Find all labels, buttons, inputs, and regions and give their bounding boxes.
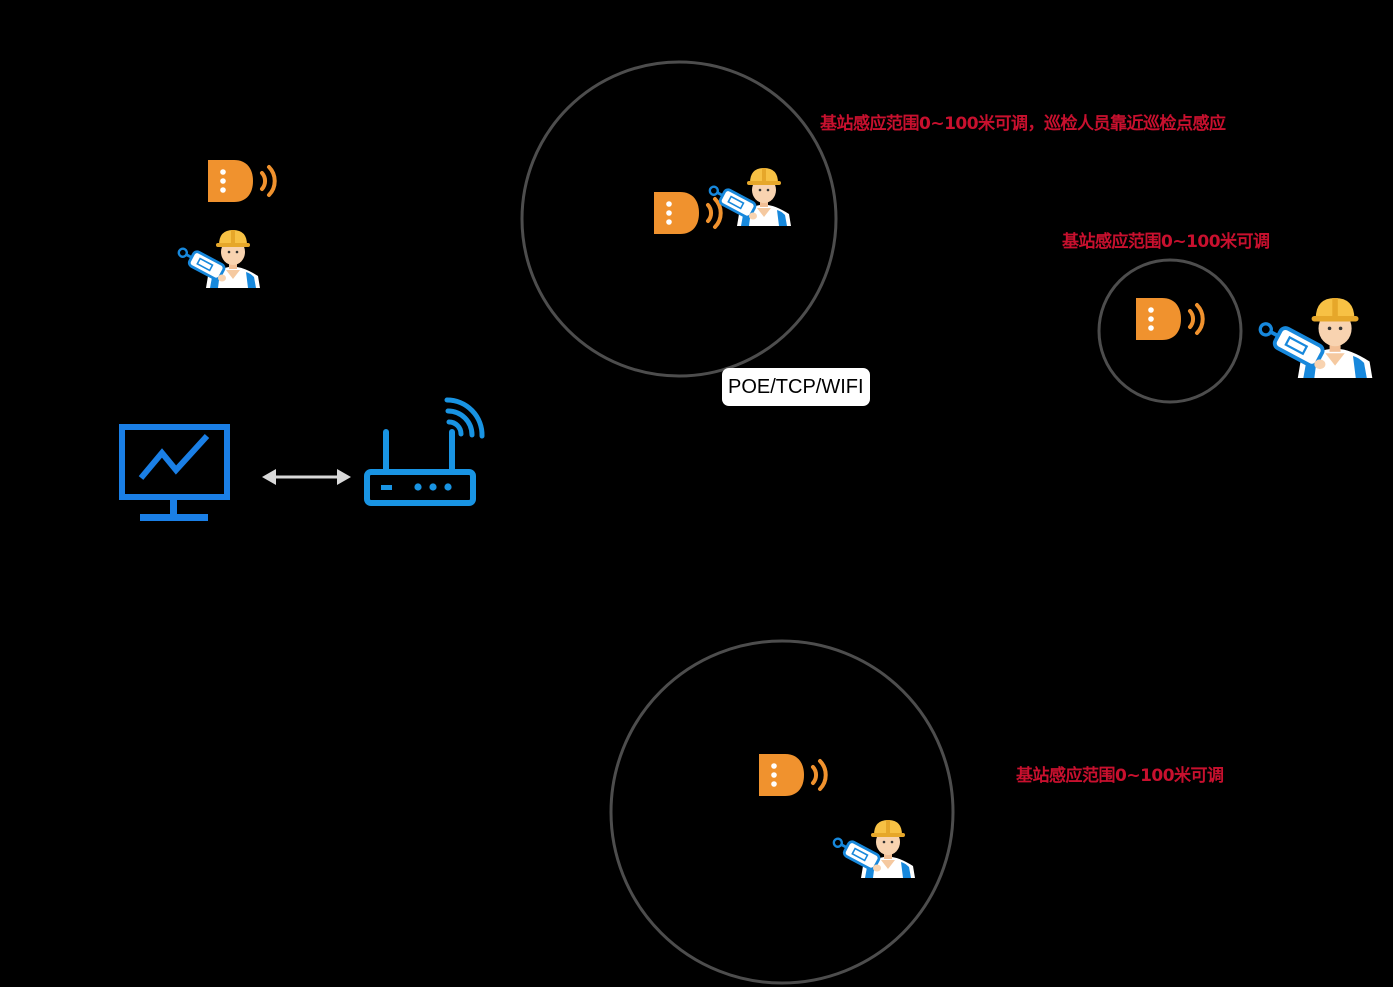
beacon-signal-icon: [757, 752, 828, 798]
range-circle-bottom: [609, 639, 955, 985]
range-circle-top: [520, 60, 838, 378]
connection-label: POE/TCP/WIFI: [722, 368, 870, 406]
range-label-bottom: 基站感应范围0~100米可调: [1016, 766, 1224, 786]
range-label-right: 基站感应范围0~100米可调: [1062, 232, 1270, 252]
inspector-worker-icon: [829, 818, 917, 880]
wifi-router-icon: [364, 397, 485, 506]
monitor-chart-icon: [119, 424, 230, 521]
double-arrow-icon: [262, 469, 351, 485]
range-circle-right: [1097, 258, 1243, 404]
range-label-top: 基站感应范围0~100米可调，巡检人员靠近巡检点感应: [820, 114, 1226, 134]
inspector-worker-icon: [1253, 296, 1375, 380]
inspector-worker-icon: [174, 228, 262, 290]
beacon-signal-icon: [652, 190, 723, 236]
beacon-signal-icon: [206, 158, 277, 204]
beacon-signal-icon: [1134, 296, 1205, 342]
